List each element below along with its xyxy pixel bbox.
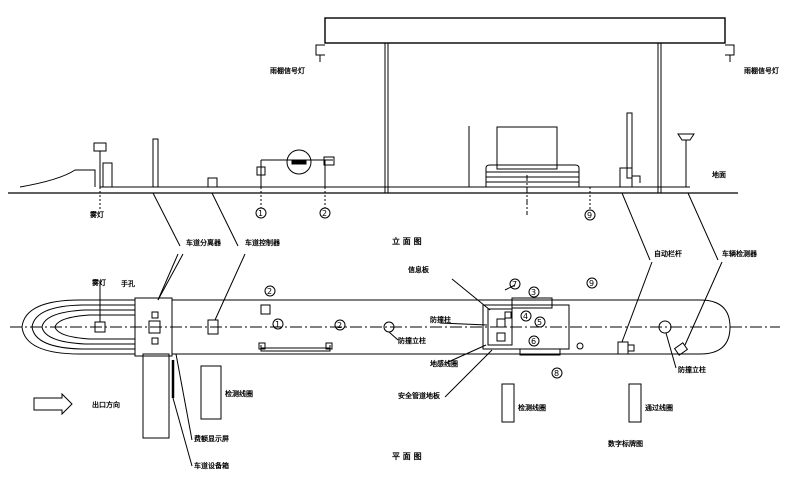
tag-2-box [260,304,271,315]
plan-tag-2b: 2 [337,321,342,330]
detect-coil-3-label: 通过线圈 [645,403,673,412]
plan-tag-6: 6 [531,337,536,346]
fog-lamp-label: 雾灯 [89,210,104,219]
barrier-base-plate [260,345,331,352]
booth-step-8 [519,348,561,356]
lane-divider-label: 车道分离器 [186,238,222,247]
no-entry-sign-icon [286,149,312,175]
tag-elev-2 [319,207,331,219]
display-screen-cabinet [142,353,170,439]
leader-lane-divider [152,192,181,247]
ground-label: 地面 [712,170,726,179]
exit-direction-arrow-icon [33,392,73,416]
info-board-label: 信息板 [408,265,430,274]
fog-lamp-base [102,162,113,188]
plan-title: 平 面 图 [392,452,422,461]
elevation-view [8,17,738,261]
detector-column-plan [658,320,672,334]
auto-barrier-arm [632,175,641,183]
plan-tag-9: 9 [589,279,594,288]
elevation-title: 立 面 图 [392,236,422,246]
exit-direction-label: 出口方向 [92,400,120,409]
leader-controller [211,192,239,247]
plan-tag-1: 1 [275,320,280,329]
detect-coil-2 [501,383,515,423]
handhole-label: 手孔 [121,279,135,288]
auto-barrier-cabinet [619,167,633,188]
island-nose [19,169,96,188]
plan-tag-8: 8 [554,369,559,378]
island-nose-plan [21,299,136,355]
booth-railing [485,164,580,187]
left-canopy-light-label: 雨棚信号灯 [270,66,305,75]
canopy-light-left-icon [315,44,325,62]
barrier-box-left [256,166,266,176]
barrier-box-right [323,156,335,166]
column-label: 防撞立柱 [678,365,706,374]
lane-divider-post [152,138,159,188]
detect-coil-2-label: 检测线圈 [518,403,546,412]
lane-controller-plan [207,319,219,335]
detect-coil-1 [200,365,222,420]
plan-lamp-label: 雾灯 [91,278,106,287]
plan-tag-2a: 2 [267,287,272,296]
toll-booth [496,126,558,170]
leader-vehicle-detector [687,192,719,261]
fog-lamp-head [93,142,107,152]
plan-tag-5: 5 [537,318,542,327]
tag-elev-1 [255,207,267,219]
plan-tag-7: 7 [512,280,517,289]
detect-coil-3 [628,383,642,423]
safety-pipe-label: 安全管道地板 [398,391,441,400]
canopy-light-right-icon [725,44,735,62]
elev-tag-9-text: 9 [587,211,592,220]
digital-sign-label: 数字标牌图 [608,439,643,448]
booth-window-3 [511,297,553,309]
vehicle-detector-plan [673,342,689,356]
plan-tag-4: 4 [523,312,528,321]
lane-controller-box [207,177,218,188]
vehicle-detector-label: 车辆检测器 [722,249,758,258]
elev-tag-2-text: 2 [322,209,327,218]
right-canopy-light-label: 雨棚信号灯 [744,66,779,75]
elev-tag-1-text: 1 [258,209,263,218]
leader-auto-barrier [621,192,651,261]
canopy-roof [324,17,726,44]
display-screen-label: 费额显示屏 [194,434,229,443]
cable-box-label: 车道设备箱 [194,461,229,470]
auto-barrier-plan [617,341,629,355]
no-entry-sign-bar [291,159,307,165]
plan-tag-texts: 2 1 2 3 4 5 6 7 8 9 [267,279,594,378]
vehicle-detector-head-icon [677,133,695,141]
ground-sense-label: 地感线圈 [430,359,458,368]
booth-cabinet-label: 防撞立柱 [398,336,426,345]
auto-barrier-label: 自动栏杆 [654,249,682,258]
anticoll-label: 防撞柱 [430,315,451,324]
auto-barrier-pole [626,112,633,179]
detect-coil-1-label: 检测线圈 [225,389,253,398]
plan-view [10,253,780,467]
tag-elev-9 [584,209,596,221]
lane-controller-label: 车道控制器 [245,238,281,247]
plan-tag-3: 3 [531,288,536,297]
